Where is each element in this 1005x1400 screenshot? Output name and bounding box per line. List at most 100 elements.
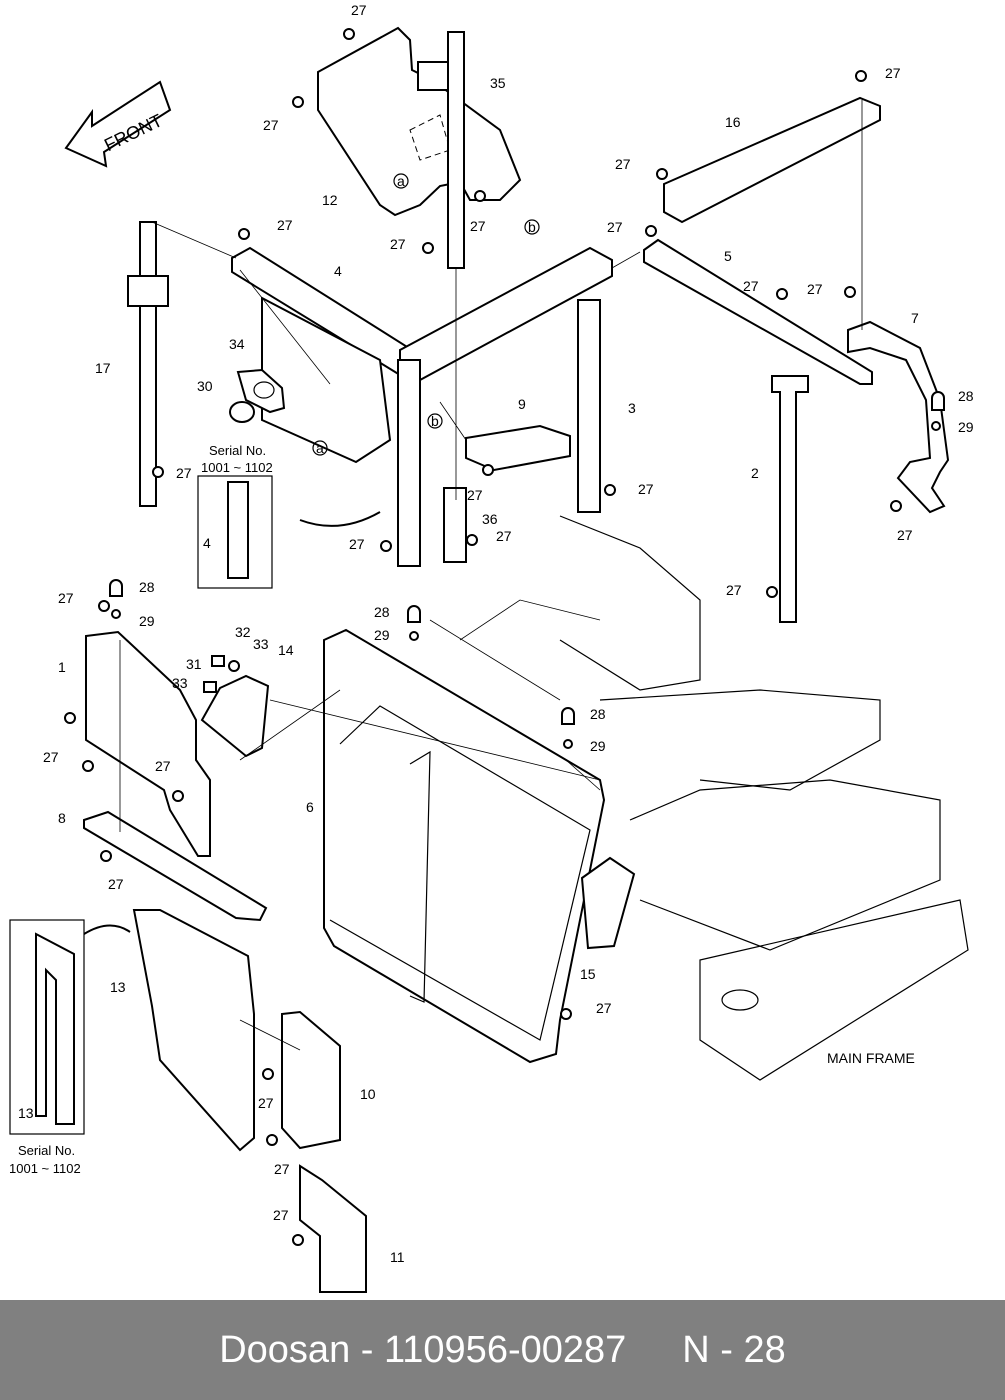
callout-27: 27 (467, 487, 483, 503)
callout-27: 27 (897, 527, 913, 543)
callout-5: 5 (724, 248, 732, 264)
callout-30: 30 (197, 378, 213, 394)
callout-28: 28 (590, 706, 606, 722)
callout-34: 34 (229, 336, 245, 352)
callout-36: 36 (482, 511, 498, 527)
callout-27: 27 (277, 217, 293, 233)
part-15-bracket (580, 856, 636, 950)
callout-14: 14 (278, 642, 294, 658)
part-12-cover (317, 26, 522, 217)
marker-b-top: b (528, 219, 536, 235)
main-frame (429, 515, 969, 1081)
callout-27: 27 (273, 1207, 289, 1223)
callout-7: 7 (911, 310, 919, 326)
callout-35: 35 (490, 75, 506, 91)
callout-27: 27 (807, 281, 823, 297)
leader-lines (119, 100, 863, 1051)
callout-27: 27 (108, 876, 124, 892)
callout-27: 27 (351, 2, 367, 18)
marker-a-top: a (397, 173, 405, 189)
marker-b-mid: b (431, 413, 439, 429)
callout-29: 29 (590, 738, 606, 754)
part-16-beam (663, 96, 881, 224)
part-36-bracket (443, 487, 467, 563)
part-30-ring (229, 401, 255, 423)
part-17-post (127, 221, 169, 507)
callout-17: 17 (95, 360, 111, 376)
callout-27: 27 (726, 582, 742, 598)
callout-27: 27 (43, 749, 59, 765)
callout-6: 6 (306, 799, 314, 815)
fasteners (64, 28, 945, 1246)
part-code: Doosan - 110956-00287 (219, 1328, 627, 1371)
callout-27: 27 (274, 1161, 290, 1177)
callout-13: 13 (110, 979, 126, 995)
callout-27: 27 (743, 278, 759, 294)
callout-29: 29 (958, 419, 974, 435)
part-35-post (417, 31, 465, 269)
marker-a-mid: a (316, 440, 324, 456)
part-11-panel (299, 1164, 367, 1293)
footer-bar: Doosan - 110956-00287 N - 28 (0, 1300, 1005, 1400)
callout-27: 27 (470, 218, 486, 234)
callout-27: 27 (885, 65, 901, 81)
callout-29: 29 (139, 613, 155, 629)
callout-27: 27 (263, 117, 279, 133)
part-10-panel (281, 1010, 341, 1150)
page-number: N - 28 (682, 1328, 786, 1371)
callout-27: 27 (596, 1000, 612, 1016)
callout-4-inset: 4 (203, 535, 211, 551)
callout-2: 2 (751, 465, 759, 481)
callout-27: 27 (496, 528, 512, 544)
callout-11: 11 (390, 1249, 405, 1265)
callout-15: 15 (580, 966, 596, 982)
callout-labels: 27 35 27 12 27 27 27 4 17 34 30 27 27 16… (9, 2, 974, 1265)
callout-31: 31 (186, 656, 202, 672)
callout-27: 27 (258, 1095, 274, 1111)
part-4-frame (231, 246, 613, 567)
callout-9: 9 (518, 396, 526, 412)
callout-10: 10 (360, 1086, 376, 1102)
serial-left-title: Serial No. (18, 1143, 75, 1158)
callout-3: 3 (628, 400, 636, 416)
part-7-bracket (847, 320, 950, 514)
part-34-gasket (236, 368, 286, 414)
part-5-beam (643, 238, 873, 385)
callout-27: 27 (58, 590, 74, 606)
serial-inset-top (197, 475, 381, 589)
part-8-plate (83, 810, 268, 922)
callout-27: 27 (390, 236, 406, 252)
callout-33: 33 (172, 675, 188, 691)
callout-27: 27 (638, 481, 654, 497)
callout-27: 27 (176, 465, 192, 481)
part-2-bar (771, 375, 809, 623)
callout-32: 32 (235, 624, 251, 640)
part-6-radiator (323, 628, 606, 1064)
part-13-panel (132, 909, 255, 1152)
callout-8: 8 (58, 810, 66, 826)
callout-28: 28 (139, 579, 155, 595)
callout-27: 27 (607, 219, 623, 235)
callout-27: 27 (349, 536, 365, 552)
part-9-channel (465, 424, 571, 472)
callout-33: 33 (253, 636, 269, 652)
front-arrow: FRONT (64, 80, 172, 168)
callout-27: 27 (155, 758, 171, 774)
main-frame-label: MAIN FRAME (827, 1050, 915, 1066)
circled-letters: a b b a (312, 173, 540, 456)
callout-29: 29 (374, 627, 390, 643)
callout-1: 1 (58, 659, 66, 675)
callout-28: 28 (374, 604, 390, 620)
serial-top-title: Serial No. (209, 443, 266, 458)
part-14-bracket (200, 674, 270, 758)
serial-inset-left (9, 919, 131, 1135)
callout-4: 4 (334, 263, 342, 279)
callout-16: 16 (725, 114, 741, 130)
callout-13-inset: 13 (18, 1105, 34, 1121)
callout-27: 27 (615, 156, 631, 172)
callout-12: 12 (322, 192, 338, 208)
serial-left-range: 1001 ~ 1102 (9, 1161, 81, 1176)
parts-diagram: FRONT (9, 2, 974, 1293)
serial-top-range: 1001 ~ 1102 (201, 460, 273, 475)
callout-28: 28 (958, 388, 974, 404)
